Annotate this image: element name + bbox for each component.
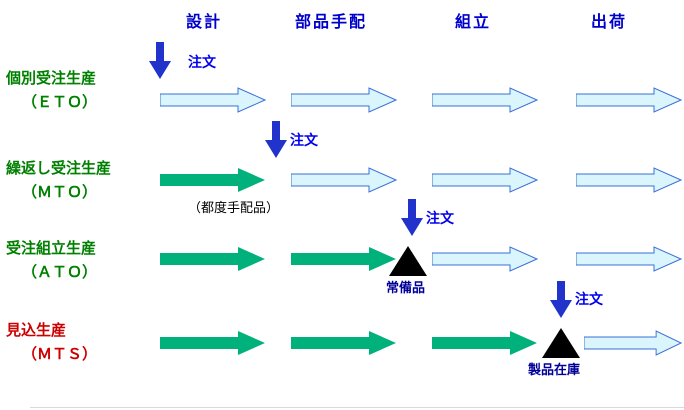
bottom-border-line (30, 407, 684, 408)
row-label-line2: （ＭＴＳ） (22, 345, 98, 363)
flow-arrow-green (160, 247, 265, 271)
flow-arrow-light (432, 167, 538, 193)
order-label: 注文 (575, 292, 603, 308)
order-label: 注文 (188, 55, 216, 71)
column-header-assembly: 組立 (454, 12, 491, 31)
flow-arrow-light (432, 246, 538, 272)
order-down-arrow (550, 281, 572, 318)
order-down-arrow (149, 42, 171, 79)
inventory-triangle (389, 246, 427, 276)
column-header-shipping: 出荷 (590, 12, 627, 31)
row-label-line1: 見込生産 (6, 321, 67, 339)
inventory-triangle (542, 328, 580, 358)
flow-arrow-green (432, 331, 537, 355)
row-label-mto: 繰返し受注生産 （ＭＴＯ） (6, 156, 111, 204)
flow-arrow-green (160, 331, 265, 355)
row-label-line1: 繰返し受注生産 (6, 159, 112, 177)
row-label-line2: （ＥＴＯ） (22, 93, 98, 111)
inventory-label-product-stock: 製品在庫 (528, 363, 581, 378)
column-header-design: 設計 (185, 12, 222, 31)
order-label: 注文 (290, 133, 318, 149)
column-header-parts: 部品手配 (294, 12, 367, 31)
row-label-line2: （ＡＴＯ） (22, 263, 98, 281)
row-label-eto: 個別受注生産 （ＥＴＯ） (6, 66, 97, 114)
flow-arrow-light (576, 87, 682, 113)
flow-arrow-green (291, 331, 396, 355)
inventory-label-standing-stock: 常備品 (386, 281, 426, 296)
order-label: 注文 (426, 211, 454, 227)
row-label-line1: 受注組立生産 (6, 239, 97, 257)
order-down-arrow (265, 121, 287, 158)
flow-arrow-green (291, 247, 396, 271)
flow-arrow-light (291, 167, 397, 193)
row-label-ato: 受注組立生産 （ＡＴＯ） (6, 236, 97, 284)
flow-arrow-light (584, 330, 682, 356)
flow-arrow-light (576, 246, 682, 272)
flow-arrow-light (432, 87, 538, 113)
row-label-line1: 個別受注生産 (6, 69, 97, 87)
note-parts-arranged-each-time: （都度手配品） (188, 201, 280, 216)
row-label-mts: 見込生産 （ＭＴＳ） (6, 318, 97, 366)
order-down-arrow (401, 199, 423, 236)
flow-arrow-light (576, 167, 682, 193)
flow-arrow-green (160, 168, 265, 192)
flow-arrow-light (160, 87, 266, 113)
row-label-line2: （ＭＴＯ） (22, 183, 98, 201)
flow-arrow-light (291, 87, 397, 113)
